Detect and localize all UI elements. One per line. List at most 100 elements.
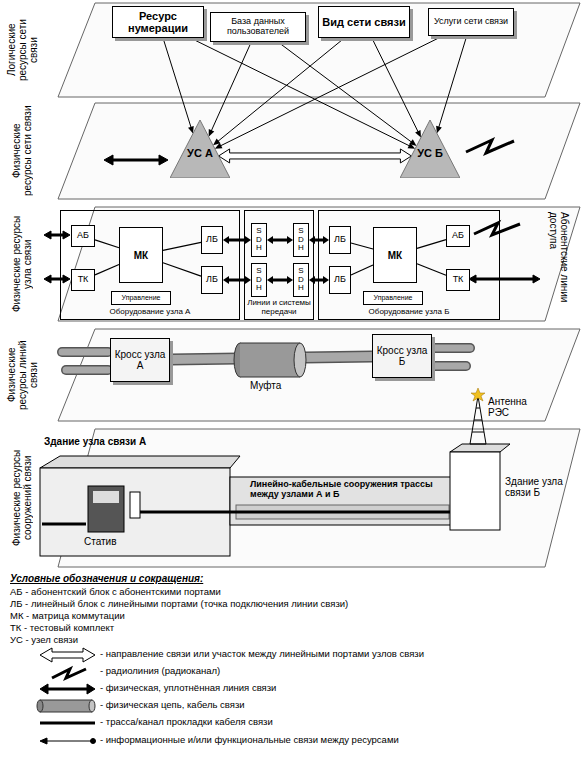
node-label: Услуги сети связи <box>434 17 508 27</box>
resource-box: Ресурс нумерации <box>112 6 204 38</box>
legend-text: - физическая, уплотнённая линия связи <box>100 683 580 693</box>
arrow-head <box>223 236 229 244</box>
connector <box>209 42 252 137</box>
node-label: Кросс узла Б <box>373 345 431 367</box>
cable-route <box>140 498 468 512</box>
label-holder: Здание узла связи А <box>44 436 194 447</box>
arrow-head <box>215 143 223 149</box>
node-label: ЛБ <box>334 275 346 285</box>
legend-row: МК - матрица коммутации <box>10 611 490 621</box>
arrow-head <box>309 236 315 244</box>
label-holder: Муфта <box>250 380 310 391</box>
legend-row: АБ - абонентский блок с абонентскими пор… <box>10 587 490 597</box>
resource-box: База данных пользователей <box>210 12 306 42</box>
connector-line <box>95 240 119 248</box>
legend-text: УС - узел связи <box>10 635 490 645</box>
triangle-text-holder: УС А <box>186 147 214 159</box>
thick-double-arrow <box>104 155 168 165</box>
node-label: МК <box>388 250 402 261</box>
antenna-tower <box>470 396 486 444</box>
arrow-head <box>415 130 421 138</box>
arrow-head <box>209 129 215 137</box>
annotation-label: Здание узла связи А <box>44 436 194 447</box>
triangle-outline <box>170 120 230 178</box>
node-label: Оборудование узла Б <box>319 308 499 317</box>
radio-link <box>474 223 520 235</box>
building-a <box>40 456 240 556</box>
arrow-head <box>267 236 273 244</box>
legend-row: - физическая цепь, кабель связи <box>100 700 580 710</box>
connector <box>163 38 194 134</box>
radio-link <box>466 140 514 153</box>
connector-line <box>163 38 191 128</box>
node-label: Кросс узла А <box>111 349 169 371</box>
connector <box>351 265 373 275</box>
connector <box>267 236 293 244</box>
legend-text: - физическая цепь, кабель связи <box>100 700 580 710</box>
node-triangle: УС А <box>170 120 230 178</box>
node-label: Физические ресурсы сети связи <box>11 105 33 197</box>
annotation-label: Муфта <box>250 380 310 391</box>
connector-line <box>372 38 418 132</box>
annotation-label: Антенна РЭС <box>488 396 550 418</box>
cable-route <box>42 523 86 526</box>
node-label: Управление <box>122 294 161 302</box>
connector-line <box>278 42 412 142</box>
legend-heading: Условные обозначения и сокращения: <box>10 573 310 584</box>
node-label: Оборудование узла А <box>61 308 239 317</box>
connector-line <box>439 36 467 128</box>
unit-block: ТК <box>446 269 470 291</box>
node-label: МК <box>134 250 148 261</box>
equipment-group: Оборудование узла ААБТКМКЛБЛБУправление <box>60 210 240 320</box>
node-label: Физические ресурсы узла связи <box>11 209 33 319</box>
node-label: Логические ресурсы сети связи <box>6 5 39 95</box>
connector <box>163 263 201 276</box>
node-label: Ресурс нумерации <box>113 10 203 34</box>
connector <box>267 276 293 284</box>
arrow-head <box>409 139 416 146</box>
resource-plane: Физические ресурсы узла связиОборудовани… <box>0 204 586 324</box>
node-triangle: УС Б <box>400 120 460 178</box>
direction-arrow <box>219 149 412 163</box>
legend-sample-direction <box>40 648 95 662</box>
connector-line <box>220 36 442 146</box>
legend-text: - информационные и/или функциональные св… <box>100 735 580 745</box>
splice-sleeve <box>234 343 306 377</box>
legend-row: УС - узел связи <box>10 635 490 645</box>
arrow-head <box>267 276 273 284</box>
legend-sample-radio <box>52 669 86 678</box>
connector-line <box>163 242 201 250</box>
legend-row: - трасса/канал прокладки кабеля связи <box>100 717 580 727</box>
arrow-head <box>436 126 442 134</box>
label-holder: Статив <box>84 536 144 547</box>
plane <box>58 3 580 97</box>
node-label: SDH <box>297 227 305 253</box>
connector-line <box>272 279 288 282</box>
node-label: ЛБ <box>206 275 218 285</box>
legend-row: ЛБ - линейный блок с линейными портами (… <box>10 599 490 609</box>
connector-line <box>314 239 324 242</box>
legend-sample-relation <box>40 738 96 744</box>
connector-line <box>211 42 251 131</box>
node-label: SDH <box>297 267 305 293</box>
triangle-outline <box>400 120 460 178</box>
rack <box>88 486 140 532</box>
legend-text: - радиолиния (радиоканал) <box>100 666 580 676</box>
side-label-holder: Физические ресурсы сети связи <box>2 104 42 198</box>
node-label: УС А <box>186 147 214 159</box>
connector-line <box>272 239 288 242</box>
legend-text: ЛБ - линейный блок с линейными портами (… <box>10 599 490 609</box>
connector-line <box>218 38 345 141</box>
connector-line <box>351 265 373 275</box>
side-label-holder: Логические ресурсы сети связи <box>2 4 42 96</box>
node-label: ЛБ <box>334 235 346 245</box>
unit-block: АБ <box>446 225 470 247</box>
connector <box>163 242 201 250</box>
node-label: ЛБ <box>206 235 218 245</box>
annotation-label: Линейно-кабельные сооружения трассы межд… <box>250 480 450 500</box>
connector <box>417 240 446 249</box>
node-label: АБ <box>452 231 464 241</box>
resource-box: Кросс узла Б <box>372 334 432 378</box>
label-holder: Здание узла связи Б <box>505 476 579 498</box>
group-caption-holder: Оборудование узла А <box>61 308 239 317</box>
